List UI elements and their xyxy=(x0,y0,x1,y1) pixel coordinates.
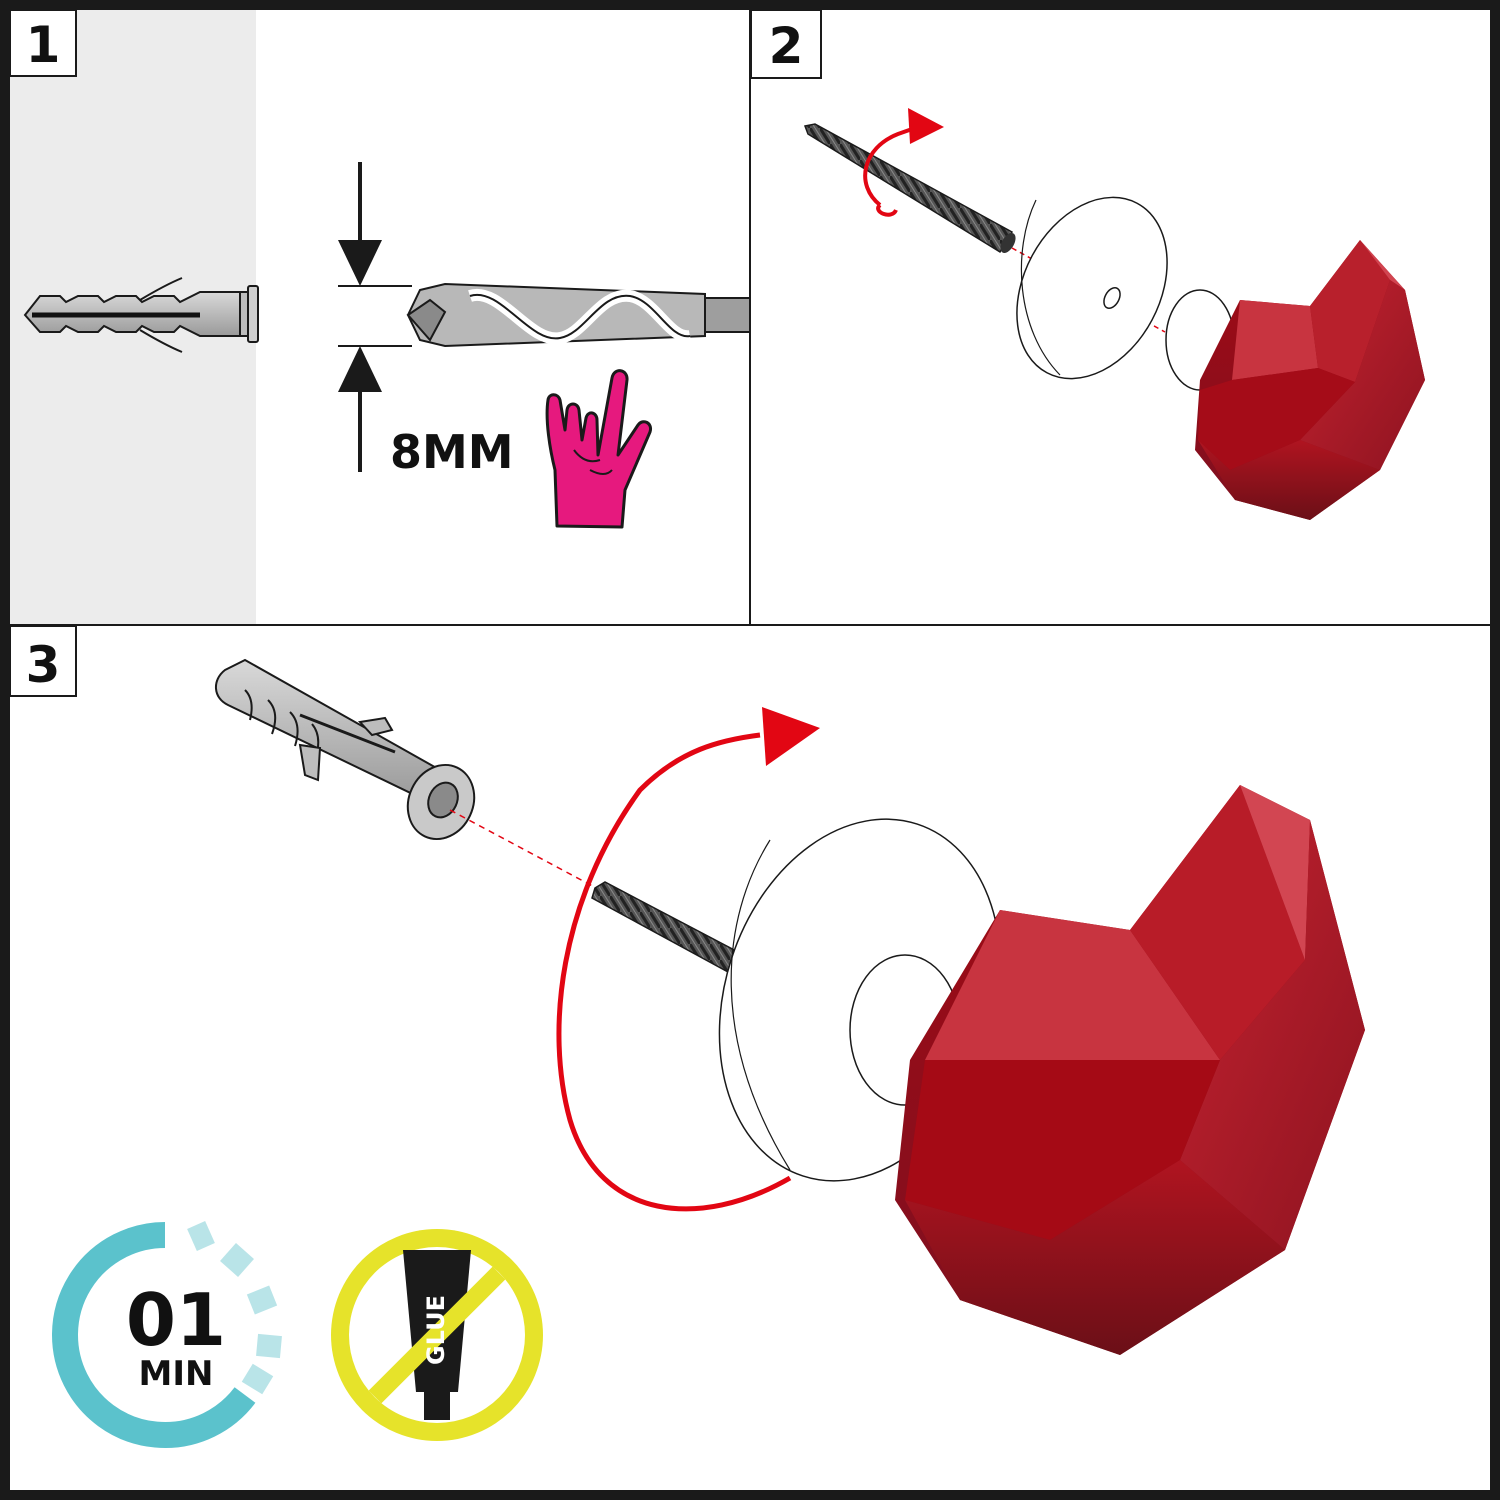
step-2-badge: 2 xyxy=(750,9,822,79)
drill-size-label: 8MM xyxy=(390,425,514,479)
red-knob-small xyxy=(1195,240,1425,520)
drill-bit-icon xyxy=(406,282,751,348)
step-1-number: 1 xyxy=(26,16,61,74)
step-3-badge: 3 xyxy=(9,625,77,697)
screw-icon xyxy=(803,123,1016,254)
timer-icon xyxy=(52,1221,282,1448)
red-knob-large xyxy=(895,785,1365,1355)
timer-unit: MIN xyxy=(139,1354,214,1394)
rotate-arrow-large-icon xyxy=(556,707,820,1212)
step-2-number: 2 xyxy=(769,17,804,75)
wall-plug-icon xyxy=(215,658,476,840)
mounting-disc xyxy=(1016,196,1168,380)
rotate-arrow-icon xyxy=(863,108,944,217)
glue-tube-label: GLUE xyxy=(422,1295,450,1365)
step-3-number: 3 xyxy=(26,636,61,694)
rock-hand-icon xyxy=(545,369,653,529)
wall-anchor-icon xyxy=(23,277,259,353)
timer-value: 01 xyxy=(126,1278,226,1362)
no-glue-icon xyxy=(331,1229,543,1441)
diameter-dimension xyxy=(338,162,412,472)
step-1-badge: 1 xyxy=(9,9,77,77)
